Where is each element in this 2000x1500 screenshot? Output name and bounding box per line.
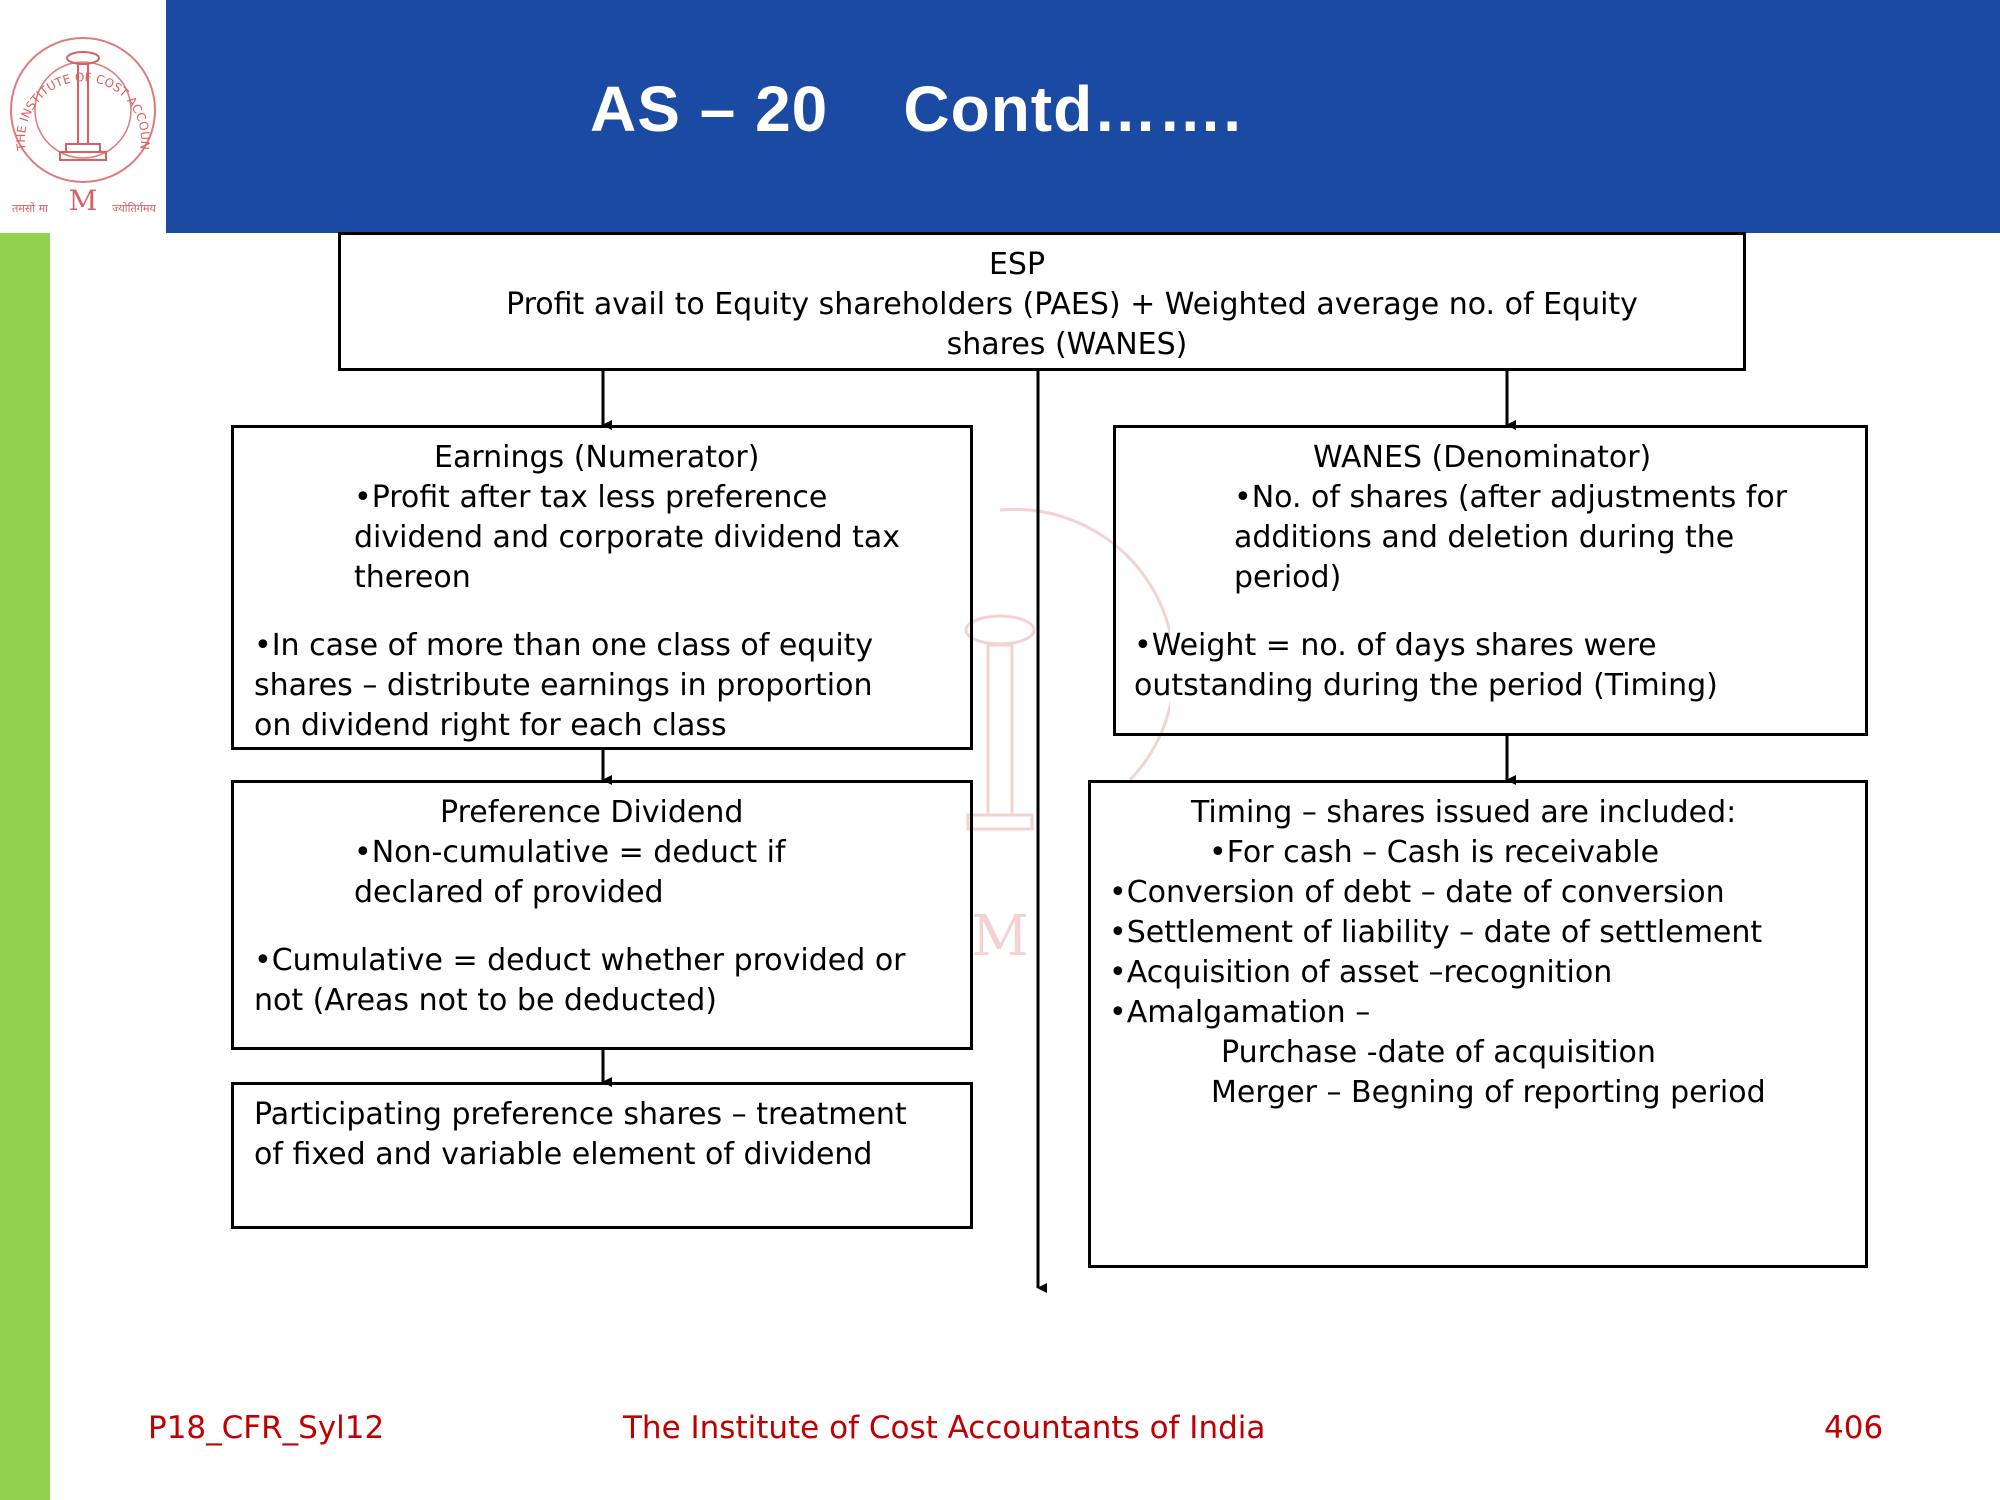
timing-item: •Acquisition of asset –recognition [1109, 955, 1613, 990]
preference-dividend-box: Preference Dividend •Non-cumulative = de… [231, 780, 973, 1050]
left-accent-strip [0, 233, 50, 1500]
slide-title: AS – 20 Contd……. [590, 73, 1242, 145]
wanes-bullet-1: •No. of shares (after adjustments for ad… [1234, 480, 1788, 595]
preference-heading: Preference Dividend [440, 795, 744, 830]
earnings-numerator-box: Earnings (Numerator) •Profit after tax l… [231, 425, 973, 750]
footer-page-number: 406 [1824, 1410, 1884, 1446]
timing-box: Timing – shares issued are included: •Fo… [1088, 780, 1868, 1268]
timing-item: •Amalgamation – [1109, 995, 1371, 1030]
wanes-denominator-box: WANES (Denominator) •No. of shares (afte… [1113, 425, 1868, 736]
header-bar [166, 0, 2000, 233]
preference-bullet-2: •Cumulative = deduct whether provided or… [254, 943, 906, 1018]
earnings-heading: Earnings (Numerator) [434, 440, 760, 475]
logo-monogram: M [69, 184, 98, 217]
esp-line-2: shares (WANES) [946, 327, 1188, 362]
participating-line-1: Participating preference shares – treatm… [254, 1097, 907, 1132]
timing-subitem: Merger – Begning of reporting period [1211, 1075, 1766, 1110]
participating-preference-box: Participating preference shares – treatm… [231, 1082, 973, 1229]
timing-item: •Conversion of debt – date of conversion [1109, 875, 1725, 910]
logo-motto-right: ज्योतिर्गमय [112, 202, 156, 215]
footer-course-code: P18_CFR_Syl12 [148, 1410, 385, 1446]
svg-text:M: M [971, 904, 1028, 969]
watermark-emblem: M [870, 480, 1176, 1040]
institute-logo: THE INSTITUTE OF COST ACCOUNTANTS OF IND… [0, 0, 166, 233]
earnings-bullet-2: •In case of more than one class of equit… [254, 628, 874, 743]
wanes-bullet-2: •Weight = no. of days shares were outsta… [1134, 628, 1718, 703]
timing-item: •Settlement of liability – date of settl… [1109, 915, 1763, 950]
footer-institute-name: The Institute of Cost Accountants of Ind… [623, 1410, 1266, 1446]
esp-box: ESP Profit avail to Equity shareholders … [338, 232, 1746, 371]
preference-bullet-1: •Non-cumulative = deduct if declared of … [354, 835, 786, 910]
esp-line-1: Profit avail to Equity shareholders (PAE… [506, 287, 1638, 322]
timing-heading: Timing – shares issued are included: [1191, 795, 1737, 830]
timing-item: •For cash – Cash is receivable [1209, 835, 1660, 870]
logo-motto-left: तमसो मा [12, 202, 48, 215]
esp-heading: ESP [988, 247, 1046, 282]
earnings-bullet-1: •Profit after tax less preference divide… [354, 480, 901, 595]
timing-subitem: Purchase -date of acquisition [1221, 1035, 1656, 1070]
wanes-heading: WANES (Denominator) [1313, 440, 1652, 475]
participating-line-2: of fixed and variable element of dividen… [254, 1137, 873, 1172]
